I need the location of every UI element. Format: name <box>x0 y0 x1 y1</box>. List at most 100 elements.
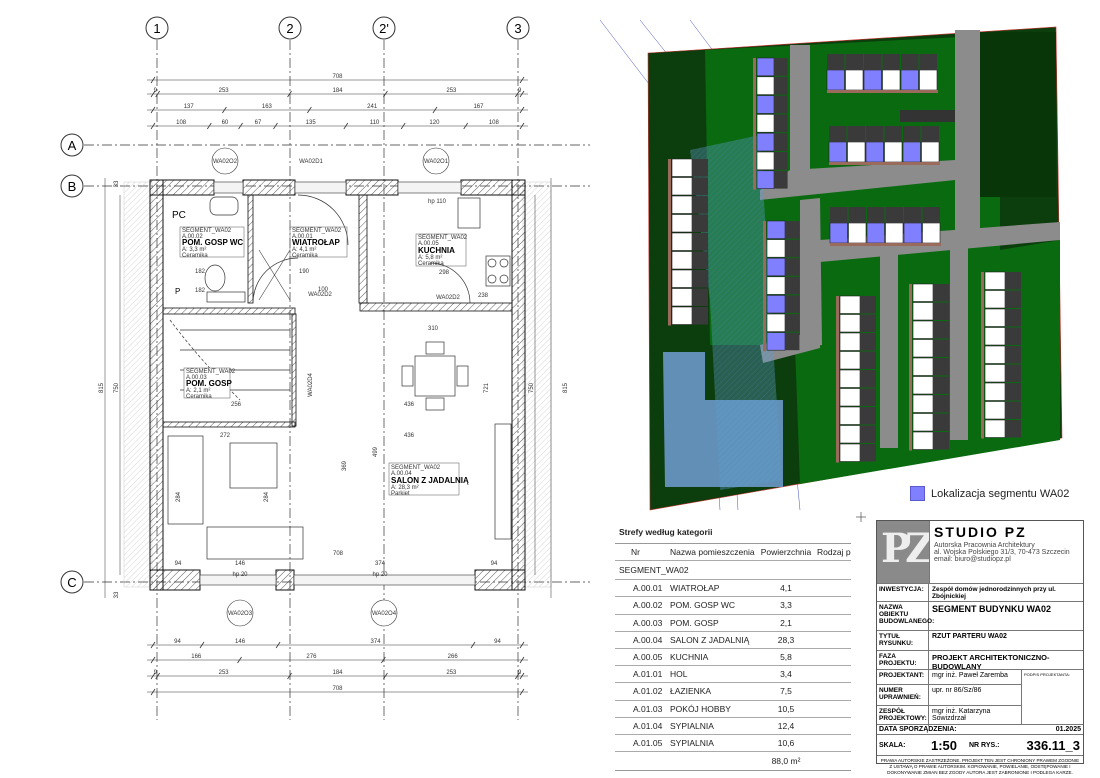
dim-label: 182 <box>195 288 206 294</box>
garden-plot <box>692 288 708 306</box>
housing-unit <box>984 290 1006 309</box>
door-swings <box>252 249 291 303</box>
dimension-tick <box>206 122 212 130</box>
license-label: NUMER UPRAWNIEŃ: <box>877 685 929 705</box>
highlighted-unit <box>766 220 786 239</box>
window-tag: WA02O3 <box>228 611 253 617</box>
table-title: Strefy według kategorii <box>615 523 851 544</box>
room-area-cell: 4,1 <box>780 583 792 594</box>
highlighted-unit <box>866 222 885 244</box>
housing-unit <box>839 443 861 462</box>
dimension-label: 60 <box>222 120 229 126</box>
housing-unit <box>671 232 693 251</box>
sill-height-label: hp 20 <box>372 572 388 578</box>
room-area-cell: 3,3 <box>780 600 792 611</box>
room-name-cell: POM. GOSP WC <box>670 600 736 611</box>
axis-bubble-3: 3 <box>506 16 530 40</box>
garden-plot <box>860 407 876 425</box>
investment-label: INWESTYCJA: <box>877 584 929 601</box>
drawing-title-label: TYTUŁ RYSUNKU: <box>877 631 929 650</box>
dimension-tick <box>470 641 476 649</box>
dimension-label: 9 <box>154 88 158 94</box>
highlighted-unit <box>829 222 848 244</box>
dimension-label: 94 <box>494 639 501 645</box>
dimension-tick <box>150 76 156 84</box>
garden-plot <box>692 177 708 195</box>
dimension-tick <box>400 122 406 130</box>
dim-label: 238 <box>478 293 489 299</box>
segment-row: SEGMENT_WA02 <box>615 561 851 581</box>
dim-label: 708 <box>333 551 344 557</box>
cooktop-icon <box>485 255 511 287</box>
room-segment: SEGMENT_WA02 <box>391 465 441 471</box>
room-number-cell: A.00.01 <box>633 583 663 594</box>
room-name-cell: SYPIALNIA <box>670 737 714 748</box>
dimension-tick <box>287 672 292 680</box>
dimension-label: 94 <box>174 639 181 645</box>
housing-unit <box>756 114 775 133</box>
housing-unit <box>922 222 941 244</box>
sofa-icon <box>206 526 304 560</box>
dim-label: 94 <box>491 561 498 567</box>
kitchen-sink-icon <box>457 197 481 229</box>
housing-unit <box>984 419 1006 438</box>
garden-plot <box>774 152 788 170</box>
dim-label: 182 <box>195 269 206 275</box>
room-name-cell: ŁAZIENKA <box>670 686 712 697</box>
axis-bubble-2prime: 2' <box>372 16 396 40</box>
garden-plot <box>884 126 902 142</box>
dim-label: 750 <box>114 382 120 393</box>
axis-label: A <box>68 138 77 153</box>
highlighted-unit <box>826 69 845 91</box>
garden-plot <box>866 126 884 142</box>
axis-label: 3 <box>514 21 521 36</box>
dimension-tick <box>150 688 156 696</box>
garden-plot <box>933 358 949 376</box>
room-area-cell: 10,5 <box>777 703 795 714</box>
garden-plot <box>830 207 848 223</box>
dim-label: 436 <box>404 402 415 408</box>
garden-plot <box>774 133 788 151</box>
room-name-cell: POKÓJ HOBBY <box>670 703 731 714</box>
housing-unit <box>839 351 861 370</box>
housing-unit <box>984 327 1006 346</box>
housing-unit <box>912 413 934 432</box>
dimension-label: 9 <box>518 88 522 94</box>
room-number-cell: A.00.05 <box>633 652 663 663</box>
designer-label: PROJEKTANT: <box>877 670 929 684</box>
dimension-tick <box>383 672 388 680</box>
dimension-label: 167 <box>473 104 484 110</box>
housing-unit <box>756 151 775 171</box>
forest <box>980 32 1056 197</box>
dimension-tick <box>519 106 525 114</box>
dimension-tick <box>343 122 349 130</box>
window-tag: WA02O2 <box>213 159 238 165</box>
copyright-notice: PRAWA AUTORSKIE ZASTRZEŻONE. PROJEKT TEN… <box>880 758 1080 775</box>
housing-unit <box>984 382 1006 401</box>
object-label: NAZWA OBIEKTU BUDOWLANEGO: <box>877 602 934 630</box>
highlighted-unit <box>756 95 775 114</box>
team-value: mgr inż. Katarzyna Sowizdrzał <box>932 708 991 722</box>
garden-plot <box>774 170 788 189</box>
garden-plot <box>774 114 788 133</box>
housing-unit <box>839 425 861 444</box>
designer-value: mgr inż. Paweł Zaremba <box>932 672 1008 679</box>
dimension-label: 276 <box>306 654 317 660</box>
terrace <box>753 58 756 190</box>
drawing-title-value: RZUT PARTERU WA02 <box>932 633 1007 640</box>
dim-label: 499 <box>373 446 379 457</box>
dimension-tick <box>273 122 278 130</box>
garden-plot <box>692 233 708 251</box>
dim-label: 284 <box>264 491 270 502</box>
housing-unit <box>671 306 693 325</box>
housing-unit <box>984 345 1006 364</box>
garden-plot <box>921 126 939 142</box>
room-area-cell: 12,4 <box>777 720 795 731</box>
garden-plot <box>864 54 882 70</box>
dimension-tick <box>222 106 227 114</box>
dimension-tick <box>519 76 525 84</box>
col-name: Nazwa pomieszczenia <box>670 547 755 558</box>
garden-plot <box>933 321 949 339</box>
